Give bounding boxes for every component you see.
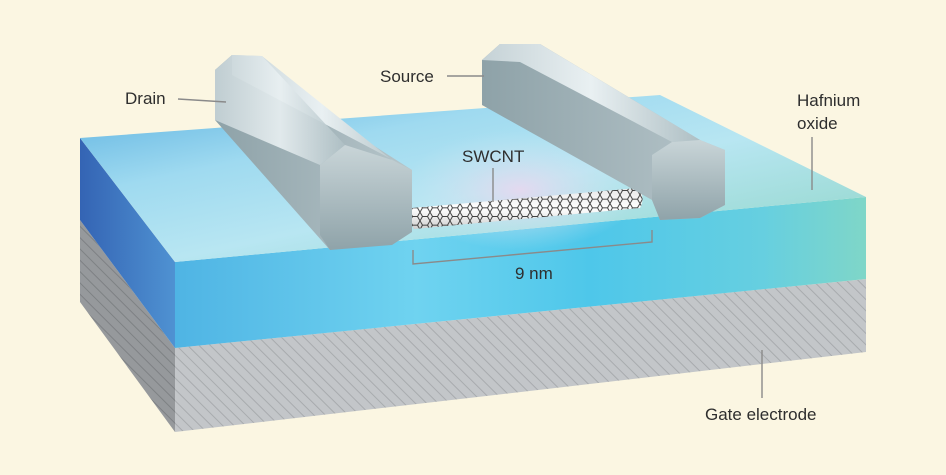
drain-bar-front — [215, 55, 345, 165]
labels: Drain Source Hafnium oxide SWCNT 9 nm Ga… — [125, 67, 860, 424]
leader-lines — [177, 75, 813, 398]
drain-bar-end — [320, 145, 412, 250]
swcnt-nanotube — [409, 188, 643, 229]
drain-contact — [215, 55, 412, 250]
nanotube-lattice — [409, 188, 643, 229]
oxide-left-face — [80, 138, 175, 348]
oxide-front-face — [175, 197, 866, 348]
drain-label: Drain — [125, 89, 166, 108]
hafnium-oxide-label-line2: oxide — [797, 114, 838, 133]
gate-electrode-front-face — [175, 279, 866, 432]
source-contact — [482, 44, 725, 220]
gate-electrode-left-face — [80, 220, 175, 432]
gate-electrode-label: Gate electrode — [705, 405, 817, 424]
hafnium-oxide-label-line1: Hafnium — [797, 91, 860, 110]
channel-length-label: 9 nm — [515, 264, 553, 283]
bracket-line — [412, 230, 653, 265]
source-label: Source — [380, 67, 434, 86]
swcnt-label: SWCNT — [462, 147, 524, 166]
source-bar-top — [482, 44, 700, 142]
source-bar-end — [652, 140, 725, 220]
gate-electrode-layer — [80, 220, 866, 432]
drain-leader — [177, 98, 227, 103]
channel-length-bracket — [412, 230, 653, 265]
